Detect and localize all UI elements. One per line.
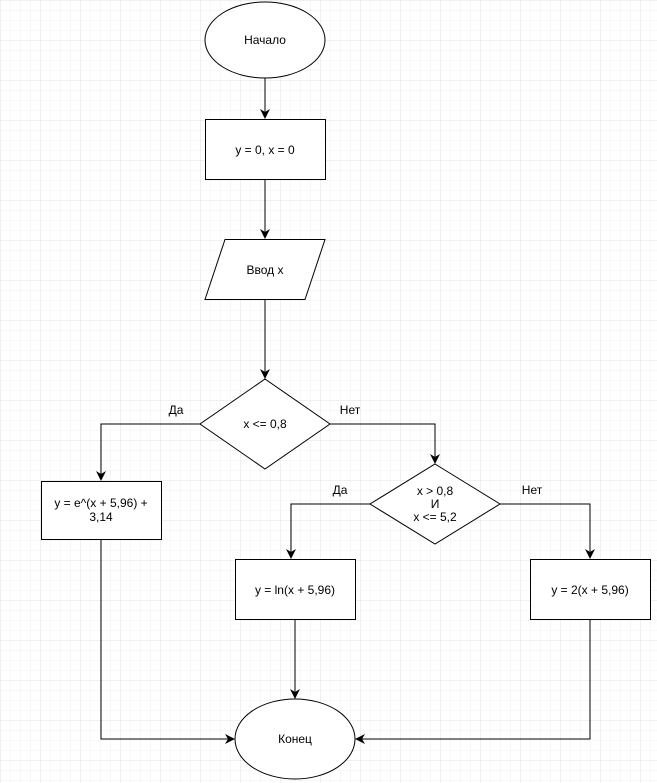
condition-2-diamond[interactable] bbox=[369, 463, 501, 545]
input-parallelogram[interactable] bbox=[204, 239, 326, 300]
condition-1-yes-label: Да bbox=[169, 403, 184, 417]
process-middle[interactable] bbox=[235, 559, 356, 620]
condition-2-yes-label: Да bbox=[333, 483, 348, 497]
init-label: y = 0, x = 0 bbox=[235, 143, 295, 157]
condition-2-label-2: И bbox=[431, 497, 440, 511]
condition-1-no-label: Нет bbox=[340, 403, 361, 417]
connector bbox=[100, 539, 235, 744]
condition-1-label: x <= 0,8 bbox=[243, 417, 287, 431]
connector-no-2 bbox=[500, 503, 595, 559]
start-label: Начало bbox=[244, 33, 286, 47]
condition-2-label-1: x > 0,8 bbox=[417, 484, 454, 498]
condition-1-diamond[interactable] bbox=[199, 378, 331, 470]
connector-no-1 bbox=[330, 423, 440, 464]
condition-2-no-label: Нет bbox=[522, 483, 543, 497]
process-middle-label: y = ln(x + 5,96) bbox=[255, 583, 335, 597]
process-right-label: y = 2(x + 5,96) bbox=[551, 583, 628, 597]
end-terminator[interactable] bbox=[234, 698, 356, 780]
connector bbox=[355, 619, 591, 744]
process-left-label-2: 3,14 bbox=[89, 510, 113, 524]
condition-2-label-3: x <= 5,2 bbox=[413, 510, 457, 524]
end-label: Конец bbox=[278, 732, 312, 746]
init-process[interactable] bbox=[205, 119, 326, 180]
process-right[interactable] bbox=[530, 559, 651, 620]
process-left[interactable] bbox=[41, 481, 162, 540]
connector-yes-2 bbox=[286, 503, 370, 559]
process-left-label-1: y = e^(x + 5,96) + bbox=[54, 496, 147, 510]
connector-yes-1 bbox=[96, 423, 200, 481]
input-label: Ввод x bbox=[247, 263, 284, 277]
start-terminator[interactable] bbox=[204, 1, 326, 79]
